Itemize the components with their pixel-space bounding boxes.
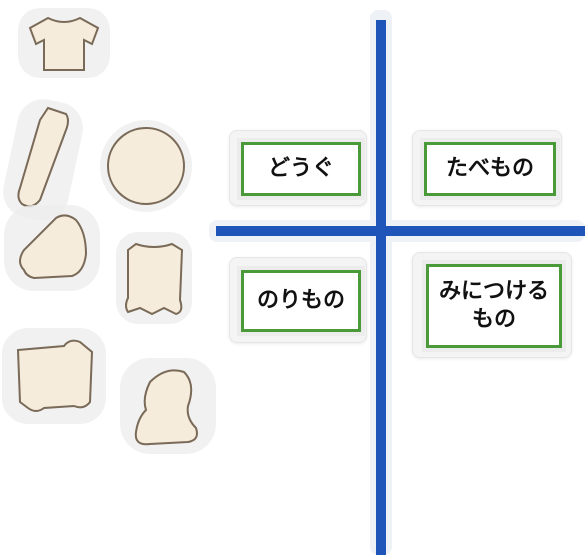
cutout-backpack[interactable]	[116, 232, 192, 324]
vertical-divider-line	[376, 20, 386, 555]
cutout-long-object[interactable]	[0, 94, 88, 225]
category-label-wearables-line1: みにつける	[438, 279, 549, 304]
category-card-tools[interactable]: どうぐ	[241, 142, 361, 196]
category-label-vehicles: のりもの	[256, 288, 345, 313]
horizontal-divider-line	[216, 226, 585, 236]
category-label-wearables-line2: もの	[471, 307, 516, 332]
category-card-wearables[interactable]: みにつける もの	[426, 264, 562, 348]
backpack-silhouette-icon	[125, 242, 184, 316]
cutout-round-plate[interactable]	[100, 120, 192, 212]
category-card-food[interactable]: たべもの	[424, 142, 556, 196]
category-card-vehicles[interactable]: のりもの	[241, 270, 361, 332]
vehicle-silhouette-icon	[16, 339, 94, 412]
shoe-silhouette-icon	[134, 369, 198, 446]
cutout-rice-ball[interactable]	[4, 205, 100, 291]
cutout-shoe[interactable]	[120, 358, 216, 454]
round-plate-silhouette-icon	[107, 127, 185, 205]
tshirt-silhouette-icon	[28, 16, 100, 71]
cutout-tshirt[interactable]	[18, 8, 110, 78]
rice-ball-silhouette-icon	[19, 214, 88, 280]
cutout-vehicle[interactable]	[2, 328, 106, 424]
category-label-tools: どうぐ	[267, 156, 334, 181]
category-label-food: たべもの	[445, 156, 534, 181]
